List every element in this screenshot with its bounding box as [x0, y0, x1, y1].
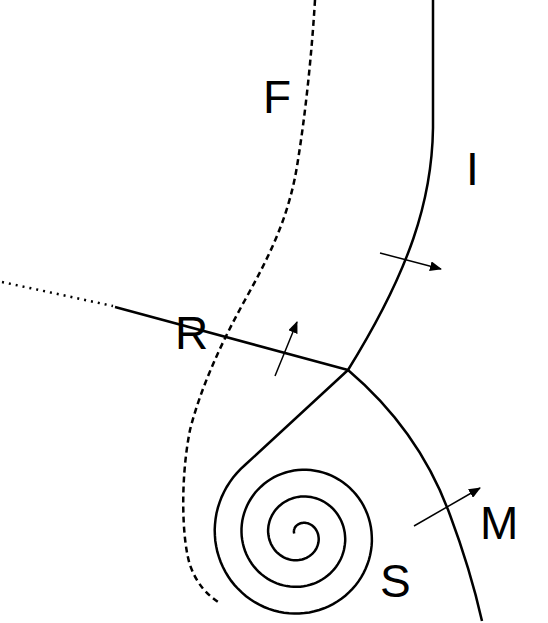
wave-label: S	[380, 558, 411, 604]
reflected-shock	[115, 307, 348, 370]
wave-label: I	[466, 146, 479, 192]
mach-stem	[348, 370, 482, 621]
direction-arrow	[380, 253, 441, 269]
incident-shock	[348, 0, 433, 370]
wave-label: F	[263, 74, 291, 120]
dashed-front	[183, 0, 315, 602]
dotted-extension	[2, 282, 113, 306]
direction-arrow	[275, 322, 297, 376]
direction-arrow	[414, 488, 480, 526]
slip-line-spiral	[215, 370, 372, 614]
wave-label: R	[175, 310, 208, 356]
wave-label: M	[480, 500, 518, 546]
